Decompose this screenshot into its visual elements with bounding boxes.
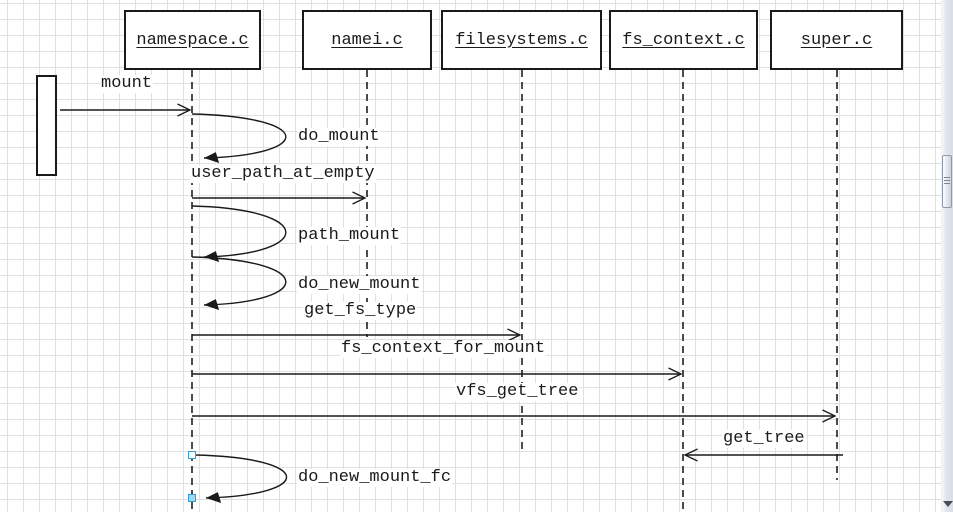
message-label-mount[interactable]: mount <box>100 74 154 93</box>
message-label-do-new-mount[interactable]: do_new_mount <box>297 275 422 294</box>
lifeline-head-filesystems[interactable]: filesystems.c <box>441 10 602 70</box>
self-call-arc-do-new-mount-fc[interactable] <box>195 454 288 504</box>
selection-handle-start[interactable] <box>188 451 196 459</box>
lifeline-label: super.c <box>800 30 873 50</box>
vertical-scrollbar[interactable] <box>941 0 953 512</box>
lifeline-label: filesystems.c <box>455 30 588 50</box>
scrollbar-thumb[interactable] <box>942 155 952 208</box>
lifeline-label: namei.c <box>331 30 403 50</box>
message-label-get-fs-type[interactable]: get_fs_type <box>303 301 418 320</box>
self-call-arc-do-new-mount[interactable] <box>191 256 287 311</box>
lifeline-head-namespace[interactable]: namespace.c <box>124 10 261 70</box>
message-label-get-tree[interactable]: get_tree <box>722 429 806 448</box>
lifeline-head-fs-context[interactable]: fs_context.c <box>609 10 758 70</box>
message-label-user-path-at-empty[interactable]: user_path_at_empty <box>190 164 376 183</box>
lifeline-head-namei[interactable]: namei.c <box>302 10 432 70</box>
arrow-down-icon <box>943 501 953 507</box>
message-label-path-mount[interactable]: path_mount <box>297 226 402 245</box>
scrollbar-down-button[interactable] <box>942 496 953 512</box>
selection-handle-end[interactable] <box>188 494 196 502</box>
lifeline-label: namespace.c <box>136 30 249 50</box>
message-label-do-new-mount-fc[interactable]: do_new_mount_fc <box>297 468 453 487</box>
lifeline-head-super[interactable]: super.c <box>770 10 903 70</box>
message-label-do-mount[interactable]: do_mount <box>297 127 381 146</box>
message-label-vfs-get-tree[interactable]: vfs_get_tree <box>455 382 580 401</box>
self-call-arc-do-mount[interactable] <box>191 113 287 164</box>
actor-activation-bar[interactable] <box>36 75 57 176</box>
lifeline-label: fs_context.c <box>622 30 745 50</box>
message-label-fs-context-for-mount[interactable]: fs_context_for_mount <box>340 339 547 358</box>
scrollbar-grip <box>944 177 950 186</box>
self-call-arc-path-mount[interactable] <box>191 205 287 263</box>
